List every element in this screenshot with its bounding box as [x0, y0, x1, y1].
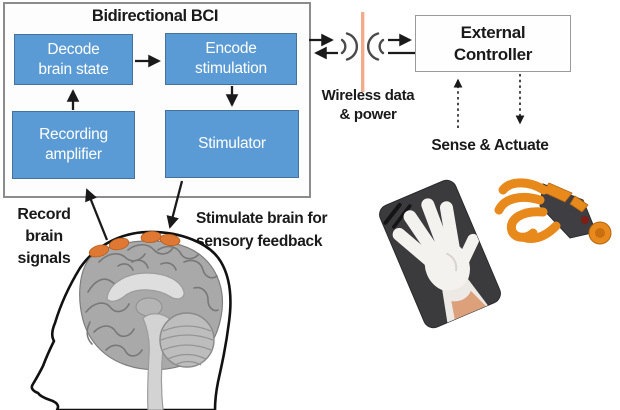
decode-brain-state-box: Decode brain state [14, 34, 133, 85]
stimulator-box: Stimulator [165, 110, 299, 178]
stimulate-label-line-1: Stimulate brain for [196, 210, 328, 227]
sense-actuate-label: Sense & Actuate [431, 137, 549, 154]
wireless-waves-icon [340, 32, 385, 61]
wireless-label-line-2: & power [339, 106, 397, 123]
recording-line-1: Recording [39, 126, 108, 143]
recording-amplifier-box: Recording amplifier [12, 111, 135, 179]
record-label-line-1: Record [17, 206, 71, 223]
implanted-electrodes [88, 231, 181, 258]
encode-line-2: stimulation [195, 60, 267, 77]
skin-barrier-line-icon [361, 12, 365, 92]
stimulate-brain-label: Stimulate brain for sensory feedback [196, 207, 356, 253]
external-controller-box: External Controller [415, 15, 571, 72]
glove-photo-content [383, 198, 488, 323]
encode-stimulation-box: Encode stimulation [165, 33, 297, 85]
thalamus [135, 297, 163, 317]
wireless-data-power-label: Wireless data & power [308, 86, 428, 124]
stimulator-line-1: Stimulator [198, 135, 266, 152]
external-controller-line-2: Controller [453, 44, 533, 64]
record-brain-signals-label: Record brain signals [8, 204, 80, 270]
stimulate-label-line-2: sensory feedback [196, 233, 323, 250]
decode-line-1: Decode [47, 40, 100, 58]
record-label-line-2: brain [25, 228, 63, 245]
recording-line-2: amplifier [45, 146, 102, 163]
brainstem [142, 313, 172, 410]
brain-gyri [85, 243, 219, 357]
record-label-line-3: signals [17, 250, 71, 267]
cerebellum [159, 312, 215, 368]
brain-cortex [79, 240, 224, 371]
glove-photo [379, 179, 501, 329]
decode-line-2: brain state [38, 60, 109, 78]
encode-line-1: Encode [205, 40, 257, 57]
wireless-label-line-1: Wireless data [321, 87, 415, 104]
bci-unit-title: Bidirectional BCI [91, 7, 219, 25]
external-controller-line-1: External [460, 22, 526, 42]
corpus-callosum [106, 272, 185, 302]
robot-hand-photo [494, 178, 612, 245]
